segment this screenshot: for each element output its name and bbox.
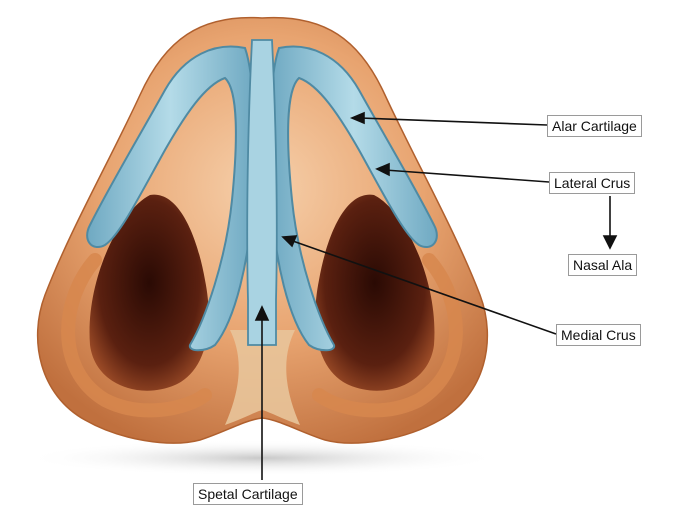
nasal-ala-arrowhead xyxy=(604,236,616,248)
spetal-cartilage-label: Spetal Cartilage xyxy=(193,483,303,505)
alar-cartilage-label: Alar Cartilage xyxy=(547,115,642,137)
medial-crus-label: Medial Crus xyxy=(556,324,641,346)
lateral-crus-label: Lateral Crus xyxy=(549,172,635,194)
septal-cartilage xyxy=(247,40,277,345)
nasal-ala-label: Nasal Ala xyxy=(568,254,637,276)
